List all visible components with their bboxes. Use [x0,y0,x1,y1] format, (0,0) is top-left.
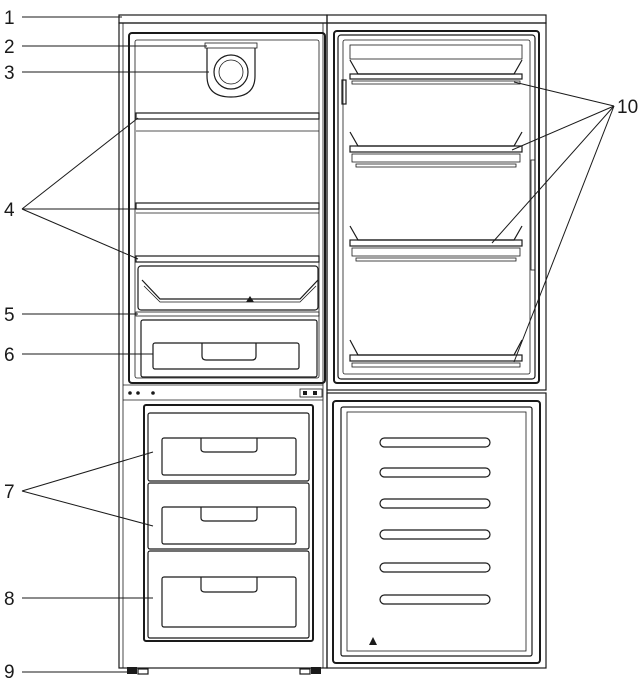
callout-3: 3 [4,63,15,84]
leader-lines [21,16,615,673]
freezer-compartment [143,404,314,642]
thermostat-housing [206,48,256,98]
callout-9: 9 [4,662,15,682]
callout-5: 5 [4,305,15,326]
cabinet-body [118,22,328,669]
door-balcony-1 [349,44,523,85]
thermostat-knob [213,54,249,90]
glass-shelves [135,112,320,263]
light-cover [204,42,258,49]
callout-10: 10 [617,97,638,118]
vegetable-drawer [140,319,318,378]
callout-4: 4 [4,200,15,221]
cabinet [118,14,328,675]
warning-symbol [369,637,377,645]
fridge-compartment [128,32,326,384]
callout-2: 2 [4,37,15,58]
callout-8: 8 [4,589,15,610]
freezer-drawer-3 [147,550,310,639]
callout-1: 1 [4,8,15,29]
callout-labels: 1 2 3 4 5 6 7 8 9 10 [4,8,638,682]
crisper-cover [135,265,320,317]
freezer-door [326,392,547,669]
door-balcony-4 [349,339,523,368]
adjustable-feet [127,667,321,675]
door-balcony-3 [349,225,523,262]
top-cover [118,14,328,24]
door-balcony-2 [349,131,523,168]
fridge-door [326,14,547,391]
callout-7: 7 [4,482,15,503]
freezer-door-ribs [379,437,491,605]
freezer-drawer-2 [147,482,310,550]
freezer-drawer-1 [147,412,310,482]
callout-6: 6 [4,345,15,366]
